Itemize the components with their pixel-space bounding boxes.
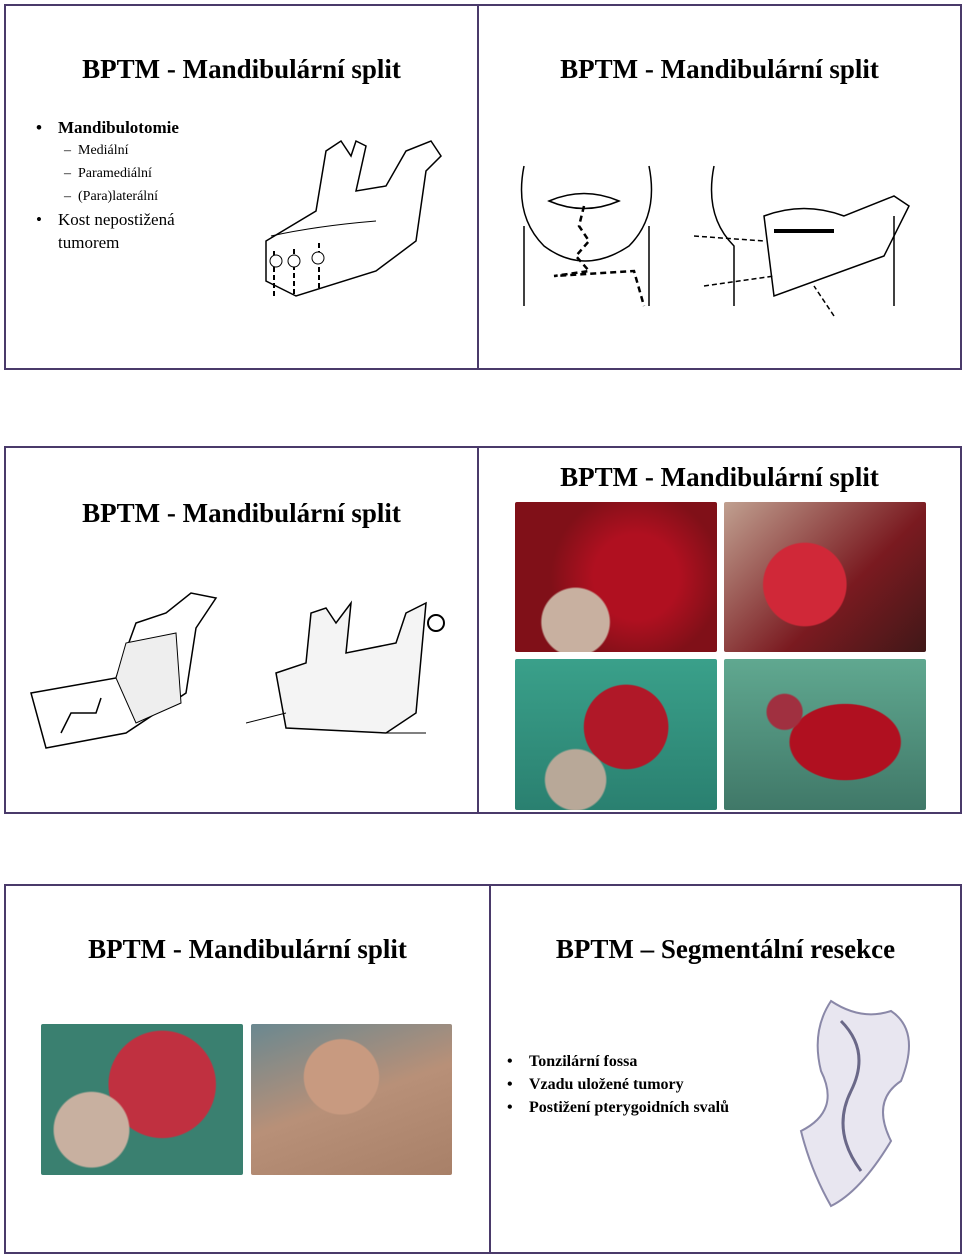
mandible-drawing <box>265 139 442 297</box>
slide-1: BPTM - Mandibulární split Mandibulotomie… <box>4 4 479 370</box>
sub-bullet: Paramediální <box>64 162 236 185</box>
slide-title: BPTM - Mandibulární split <box>560 462 879 492</box>
slide-title: BPTM - Mandibulární split <box>82 54 401 84</box>
slide-title: BPTM - Mandibulární split <box>560 54 879 84</box>
slide-title: BPTM – Segmentální resekce <box>555 934 896 964</box>
slide-6: BPTM – Segmentální resekce Tonzilární fo… <box>489 884 962 1254</box>
surgery-photo <box>724 502 926 652</box>
anatomy-sketch <box>799 999 910 1208</box>
incision-diagram-open <box>694 165 910 317</box>
sub-bullet: Mediální <box>64 139 236 162</box>
mandible-muscle-drawing <box>30 592 218 749</box>
slide-title: BPTM - Mandibulární split <box>88 934 407 964</box>
surgery-photo <box>515 659 717 810</box>
slide-title: BPTM - Mandibulární split <box>82 498 401 528</box>
sub-bullet: (Para)laterální <box>64 185 236 208</box>
surgery-photo <box>251 1024 452 1175</box>
bullet: Kost nepostižená tumorem <box>36 208 236 254</box>
slide-2: BPTM - Mandibulární split <box>477 4 962 370</box>
specimen-photo <box>724 659 926 810</box>
bullet: Tonzilární fossa <box>507 1050 747 1073</box>
bullet-list: Mandibulotomie Mediální Paramediální (Pa… <box>36 116 236 254</box>
bullet: Vzadu uložené tumory <box>507 1073 747 1096</box>
slide-4: BPTM - Mandibulární split <box>477 446 962 814</box>
bullet: Postižení pterygoidních svalů <box>507 1096 747 1119</box>
slide-5: BPTM - Mandibulární split <box>4 884 491 1254</box>
mandible-split-drawing <box>246 600 445 734</box>
surgery-photo <box>41 1024 243 1175</box>
surgery-photo <box>515 502 717 652</box>
bullet-list: Tonzilární fossa Vzadu uložené tumory Po… <box>507 1050 747 1119</box>
incision-diagram-front <box>520 165 653 307</box>
bullet: Mandibulotomie <box>36 116 236 139</box>
slide-3: BPTM - Mandibulární split <box>4 446 479 814</box>
